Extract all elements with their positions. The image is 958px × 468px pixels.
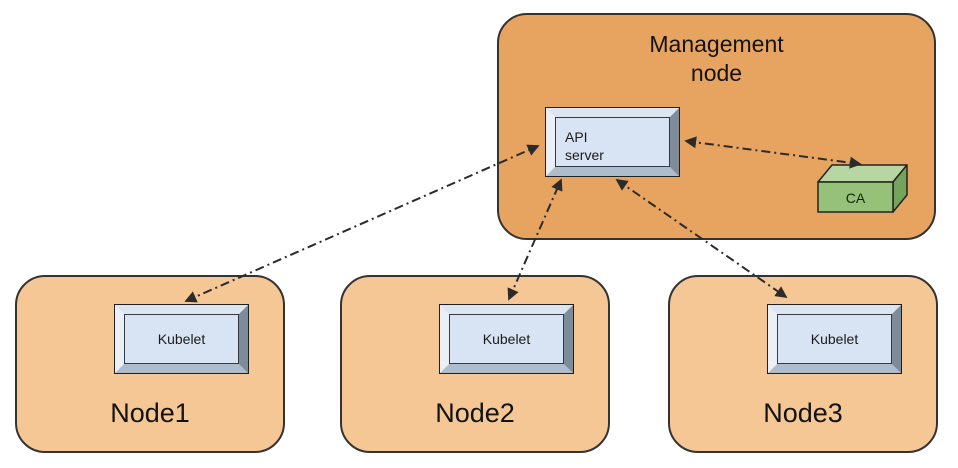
node3-label: Node3 [763,398,843,428]
kubelet-box-2: Kubelet [439,304,574,374]
node1-label: Node1 [110,398,190,428]
kubelet-face-3: Kubelet [777,314,892,364]
kubelet-face-2: Kubelet [449,314,564,364]
node2-label: Node2 [435,398,515,428]
kubelet-label-1: Kubelet [157,331,206,347]
ca-box-front-face [817,181,894,213]
ca-box [817,164,908,213]
api-server-face: API server [555,117,670,167]
worker-node-2: Kubelet Node2 [340,275,610,453]
management-node: Management node API server [497,13,936,240]
ca-label: CA [845,189,866,206]
api-server-label: API server [565,129,604,163]
ca-box-top-face [817,164,908,183]
kubelet-label-2: Kubelet [482,331,531,347]
worker-node-1: Kubelet Node1 [15,275,285,453]
kubelet-bevel-1: Kubelet [115,305,248,373]
kubelet-box-1: Kubelet [114,304,249,374]
kubelet-bevel-2: Kubelet [440,305,573,373]
kubelet-face-1: Kubelet [124,314,239,364]
kubelet-box-3: Kubelet [767,304,902,374]
management-node-label-text: Management node [649,31,784,86]
worker-node-3: Kubelet Node3 [668,275,938,453]
kubelet-bevel-3: Kubelet [768,305,901,373]
management-node-label: Management node [499,30,934,88]
api-server-box: API server [545,107,680,177]
api-server-bevel: API server [546,108,679,176]
kubelet-label-3: Kubelet [810,331,859,347]
